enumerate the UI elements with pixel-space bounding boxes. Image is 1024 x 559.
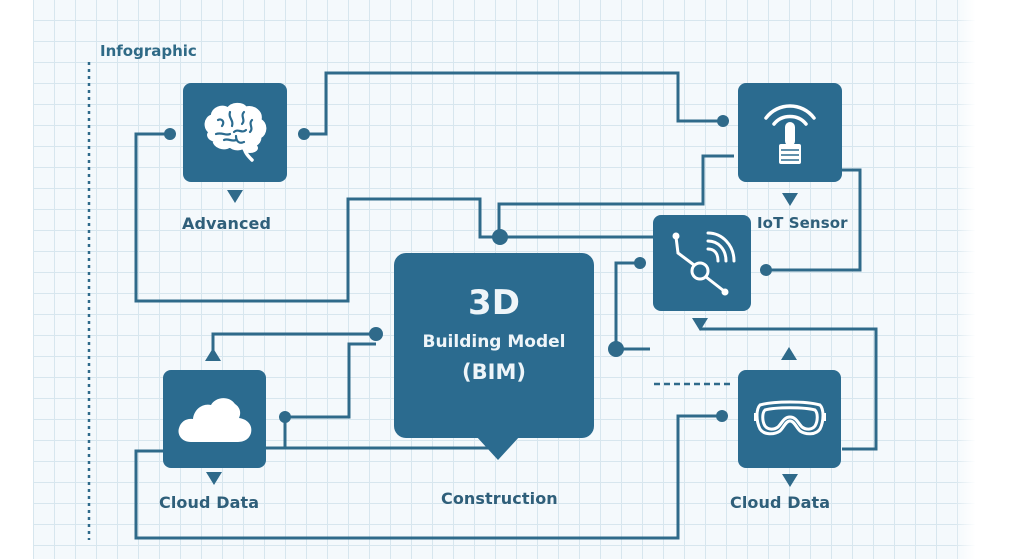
infographic-title: Infographic	[100, 42, 197, 60]
vr-goggles-node[interactable]	[738, 370, 841, 468]
brain-icon	[204, 102, 267, 162]
iot-sensor-label: IoT Sensor	[757, 214, 848, 232]
cloud-icon	[178, 398, 251, 442]
vr-cloud-data-label: Cloud Data	[730, 493, 831, 512]
iot-sensor-icon	[764, 103, 816, 164]
bim-title-3d: 3D	[468, 283, 520, 323]
network-signal-node[interactable]	[653, 215, 751, 311]
construction-label: Construction	[441, 489, 558, 508]
right-fade	[955, 0, 1024, 559]
brain-node[interactable]	[183, 83, 287, 182]
bim-center-node[interactable]: 3D Building Model (BIM)	[394, 253, 594, 438]
brain-label: Advanced	[182, 214, 272, 233]
vr-goggles-icon	[753, 400, 826, 436]
cloud-data-label: Cloud Data	[159, 493, 260, 512]
network-signal-icon	[672, 231, 736, 296]
bim-callout-pointer	[476, 436, 520, 460]
bim-title-abbrev: (BIM)	[462, 360, 526, 384]
left-margin	[0, 0, 33, 559]
bim-title-building-model: Building Model	[422, 332, 566, 352]
cloud-data-node[interactable]	[163, 370, 266, 468]
iot-sensor-node[interactable]	[738, 83, 842, 182]
